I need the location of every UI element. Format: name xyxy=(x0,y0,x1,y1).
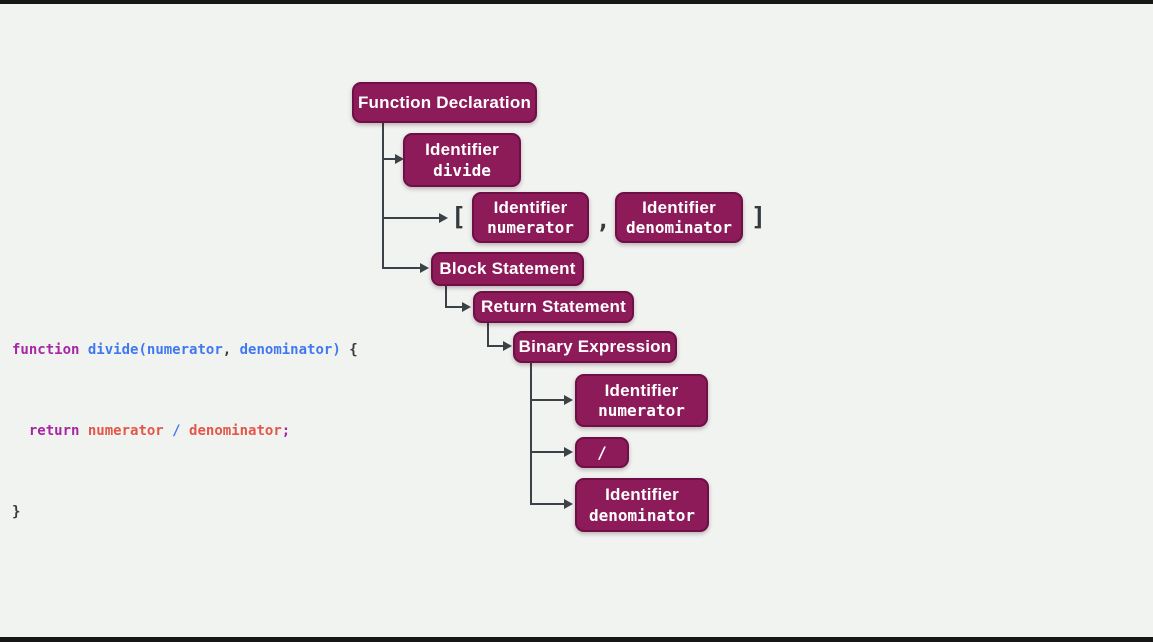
node-identifier-denominator-param: Identifier denominator xyxy=(615,192,743,243)
node-identifier-name: denominator xyxy=(626,218,732,238)
code-line: } xyxy=(12,499,358,526)
connector-line xyxy=(445,286,447,308)
code-token xyxy=(79,423,87,439)
arrowhead-icon xyxy=(462,302,471,312)
code-token: ) xyxy=(332,342,341,358)
node-type-label: Identifier xyxy=(604,380,679,400)
connector-line xyxy=(382,267,421,269)
connector-line xyxy=(487,345,504,347)
node-operator-slash: / xyxy=(575,437,629,468)
code-token: ; xyxy=(281,423,291,439)
arrowhead-icon xyxy=(439,213,448,223)
node-identifier-name: denominator xyxy=(589,505,695,525)
arrowhead-icon xyxy=(503,341,512,351)
connector-line xyxy=(445,306,463,308)
source-code-snippet: function divide(numerator, denominator) … xyxy=(12,283,358,580)
code-token xyxy=(12,423,29,439)
node-identifier-name: numerator xyxy=(487,218,574,238)
node-identifier-denominator-right: Identifier denominator xyxy=(575,478,709,532)
arrowhead-icon xyxy=(564,499,573,509)
letterbox-bottom xyxy=(0,637,1153,642)
code-token-variable: denominator xyxy=(189,423,282,439)
code-token xyxy=(164,423,172,439)
node-type-label: Identifier xyxy=(425,140,499,160)
array-open-bracket: [ xyxy=(451,202,467,231)
code-token-keyword: return xyxy=(28,423,80,439)
node-label: Binary Expression xyxy=(518,337,672,357)
connector-line xyxy=(530,399,565,401)
letterbox-top xyxy=(0,0,1153,4)
node-type-label: Identifier xyxy=(493,197,568,217)
connector-line xyxy=(530,503,565,505)
code-token-param: numerator xyxy=(146,342,223,358)
connector-line xyxy=(382,122,384,269)
code-token: } xyxy=(12,504,21,520)
code-token-param: denominator xyxy=(239,342,333,358)
code-token-keyword: function xyxy=(12,342,80,358)
node-function-declaration: Function Declaration xyxy=(352,82,537,123)
array-close-bracket: ] xyxy=(751,202,767,231)
code-token: { xyxy=(340,342,358,358)
node-label: Return Statement xyxy=(481,297,626,317)
node-operator-label: / xyxy=(597,442,607,462)
node-type-label: Identifier xyxy=(642,197,716,217)
code-line: return numerator / denominator; xyxy=(12,418,358,445)
arrowhead-icon xyxy=(564,447,573,457)
node-identifier-numerator-param: Identifier numerator xyxy=(472,192,589,243)
connector-line xyxy=(530,363,532,505)
connector-line xyxy=(382,217,440,219)
connector-line xyxy=(487,323,489,347)
code-line: function divide(numerator, denominator) … xyxy=(12,337,358,364)
code-token: , xyxy=(222,342,240,358)
arrowhead-icon xyxy=(564,395,573,405)
node-identifier-name: numerator xyxy=(598,401,685,421)
node-block-statement: Block Statement xyxy=(431,252,584,286)
connector-line xyxy=(382,158,396,160)
node-return-statement: Return Statement xyxy=(473,291,634,323)
code-token xyxy=(79,342,87,358)
node-identifier-divide: Identifier divide xyxy=(403,133,521,187)
node-label: Function Declaration xyxy=(357,92,532,112)
node-binary-expression: Binary Expression xyxy=(513,331,677,363)
arrowhead-icon xyxy=(420,263,429,273)
code-token: ( xyxy=(138,342,147,358)
code-token-operator: / xyxy=(172,423,181,439)
node-label: Block Statement xyxy=(439,259,576,279)
code-token-function-name: divide xyxy=(87,342,139,358)
connector-line xyxy=(530,451,565,453)
arrowhead-icon xyxy=(395,154,404,164)
node-identifier-name: divide xyxy=(433,160,491,180)
node-identifier-numerator-left: Identifier numerator xyxy=(575,374,708,427)
code-token-variable: numerator xyxy=(87,423,164,439)
node-type-label: Identifier xyxy=(605,485,679,505)
array-comma: , xyxy=(596,206,611,234)
code-token xyxy=(181,423,189,439)
